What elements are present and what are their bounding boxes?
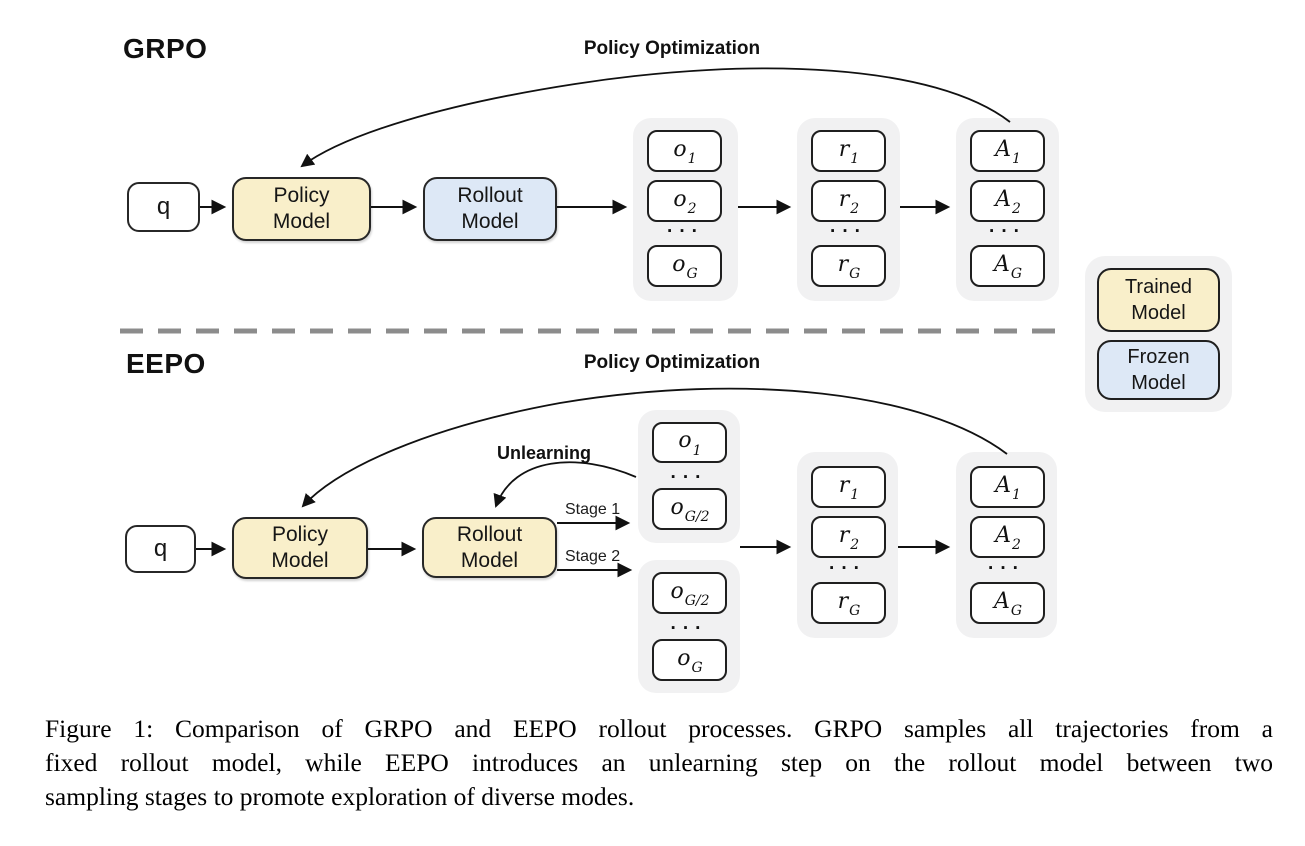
grpo-output-box-2: o2 [647, 180, 722, 222]
ellipsis: ··· [670, 467, 708, 488]
grpo-rollout-model-box: Rollout Model [423, 177, 557, 241]
grpo-output-box-G: oG [647, 245, 722, 287]
eepo-policy-model-box: Policy Model [232, 517, 368, 579]
eepo-stage2-outputs-group: oG/2 ··· oG [638, 560, 740, 693]
eepo-advantage-box-2: A2 [970, 516, 1045, 558]
ellipsis: ··· [670, 618, 708, 639]
grpo-rewards-group: r1 r2 ··· rG [797, 118, 900, 301]
caption-line-2: fixed rollout model, while EEPO introduc… [45, 748, 1273, 777]
stage-2-label: Stage 2 [565, 548, 621, 565]
ellipsis: ··· [830, 221, 867, 242]
eepo-query-box: q [125, 525, 196, 573]
eepo-unlearning-arrow [493, 461, 637, 508]
ellipsis: ··· [667, 221, 704, 242]
eepo-stage2-output-box-G2: oG/2 [652, 572, 727, 614]
grpo-advantages-group: A1 A2 ··· AG [956, 118, 1059, 301]
eepo-advantage-box-G: AG [970, 582, 1045, 624]
eepo-reward-box-2: r2 [811, 516, 886, 558]
grpo-reward-box-G: rG [811, 245, 886, 287]
ellipsis: ··· [989, 221, 1026, 242]
legend-trained-model: Trained Model [1097, 268, 1220, 332]
eepo-rollout-model-box: Rollout Model [422, 517, 557, 578]
caption-line-1: Figure 1: Comparison of GRPO and EEPO ro… [45, 714, 1273, 743]
eepo-rewards-group: r1 r2 ··· rG [797, 452, 898, 638]
legend-frozen-model: Frozen Model [1097, 340, 1220, 400]
unlearning-label: Unlearning [497, 443, 592, 463]
eepo-policy-optimization-label: Policy Optimization [583, 352, 761, 373]
grpo-policy-optimization-label: Policy Optimization [583, 38, 761, 59]
eepo-stage1-output-box-1: o1 [652, 422, 727, 463]
stage-1-label: Stage 1 [565, 501, 621, 518]
eepo-stage1-outputs-group: o1 ··· oG/2 [638, 410, 740, 543]
eepo-reward-box-G: rG [811, 582, 886, 624]
caption-line-3: sampling stages to promote exploration o… [45, 782, 635, 811]
grpo-output-box-1: o1 [647, 130, 722, 172]
figure-caption: Figure 1: Comparison of GRPO and EEPO ro… [45, 712, 1273, 814]
grpo-reward-box-2: r2 [811, 180, 886, 222]
eepo-stage1-output-box-G2: oG/2 [652, 488, 727, 530]
eepo-section-label: EEPO [126, 348, 206, 379]
grpo-outputs-group: o1 o2 ··· oG [633, 118, 738, 301]
eepo-stage2-output-box-G: oG [652, 639, 727, 681]
grpo-advantage-box-G: AG [970, 245, 1045, 287]
eepo-advantages-group: A1 A2 ··· AG [956, 452, 1057, 638]
grpo-policy-model-box: Policy Model [232, 177, 371, 241]
eepo-reward-box-1: r1 [811, 466, 886, 508]
grpo-advantage-box-1: A1 [970, 130, 1045, 172]
ellipsis: ··· [988, 558, 1025, 579]
eepo-advantage-box-1: A1 [970, 466, 1045, 508]
legend: Trained Model Frozen Model [1085, 256, 1232, 412]
ellipsis: ··· [829, 558, 866, 579]
grpo-reward-box-1: r1 [811, 130, 886, 172]
grpo-section-label: GRPO [123, 33, 208, 64]
grpo-advantage-box-2: A2 [970, 180, 1045, 222]
grpo-query-box: q [127, 182, 200, 232]
